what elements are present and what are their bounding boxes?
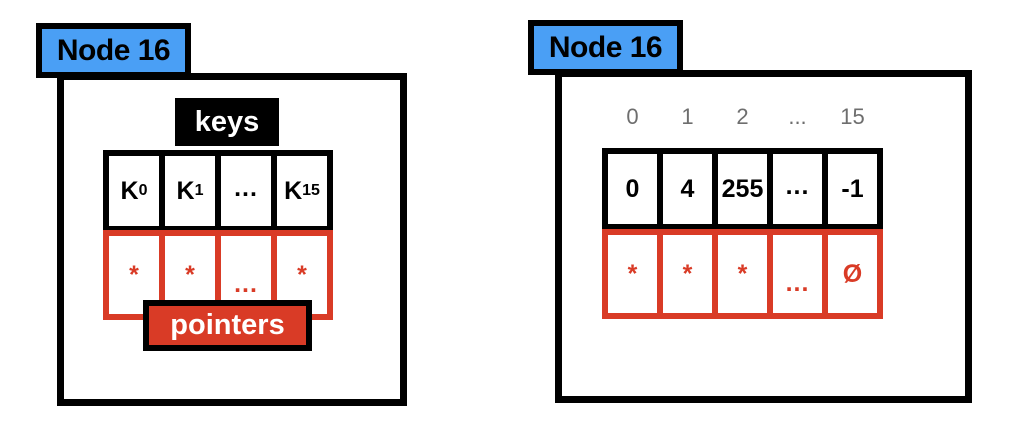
left-key-1-sub: 1 [194, 182, 204, 199]
index-label-15: 15 [840, 104, 865, 129]
right-key-ellipsis: ... [785, 171, 810, 200]
right-pointer-cell-ellipsis: ... [767, 229, 828, 319]
index-label-1: 1 [681, 104, 694, 129]
left-node-title: Node 16 [36, 23, 191, 78]
right-pointer-ellipsis: ... [785, 268, 810, 297]
left-key-cell-ellipsis: ... [215, 150, 277, 232]
right-node-title: Node 16 [528, 20, 683, 75]
index-label-2: 2 [736, 104, 749, 129]
right-keys-row: 0 4 255 ... -1 [602, 148, 883, 230]
right-key-cell-0: 0 [602, 148, 663, 230]
right-pointers-row: * * * ... Ø [602, 229, 883, 319]
index-label-ellipsis: ... [788, 104, 807, 129]
right-pointer-cell-1: * [657, 229, 718, 319]
right-key-cell-ellipsis: ... [767, 148, 828, 230]
left-pointer-ellipsis: ... [234, 269, 258, 298]
pointers-label-chip: pointers [143, 300, 312, 351]
left-key-0-base: K [120, 176, 139, 205]
left-key-1-base: K [176, 176, 195, 205]
left-key-ellipsis: ... [234, 173, 258, 202]
right-key-cell-15: -1 [822, 148, 883, 230]
right-key-cell-2: 255 [712, 148, 773, 230]
index-label-0: 0 [626, 104, 639, 129]
left-key-0-sub: 0 [138, 182, 148, 199]
left-key-15-sub: 15 [302, 182, 320, 199]
right-key-cell-1: 4 [657, 148, 718, 230]
right-index-labels-row: 0 1 2 ... 15 [602, 104, 883, 130]
right-pointer-cell-2: * [712, 229, 773, 319]
keys-label-chip: keys [175, 98, 279, 146]
right-pointer-cell-0: * [602, 229, 663, 319]
left-key-15-base: K [284, 176, 303, 205]
right-pointer-cell-15-null: Ø [822, 229, 883, 319]
